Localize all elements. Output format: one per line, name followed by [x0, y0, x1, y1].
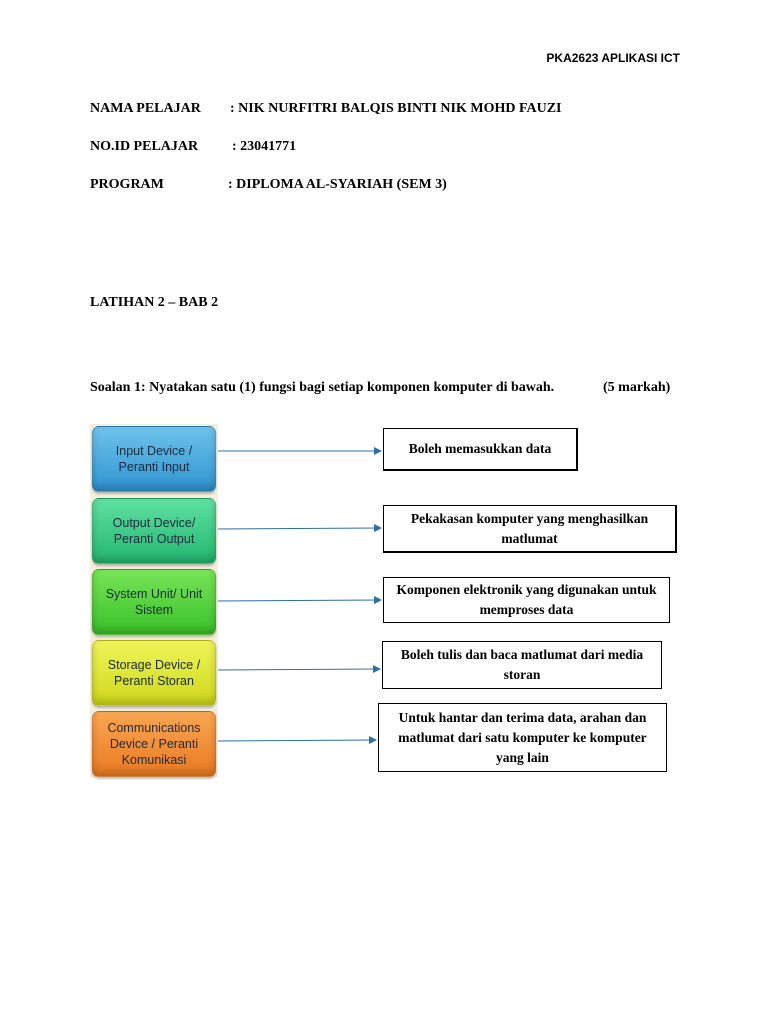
component-diagram-panel: Input Device / Peranti Input Output Devi… — [90, 424, 218, 777]
question-1: Soalan 1: Nyatakan satu (1) fungsi bagi … — [90, 380, 670, 396]
program-row: PROGRAM : DIPLOMA AL-SYARIAH (SEM 3) — [90, 177, 447, 193]
question-marks: (5 markah) — [603, 380, 671, 395]
question-text: Soalan 1: Nyatakan satu (1) fungsi bagi … — [90, 380, 555, 395]
function-box-communications: Untuk hantar dan terima data, arahan dan… — [378, 703, 667, 772]
arrow-storage — [217, 665, 381, 674]
component-input-device: Input Device / Peranti Input — [92, 426, 216, 492]
component-output-device: Output Device/ Peranti Output — [92, 498, 216, 564]
arrow-output — [217, 524, 382, 533]
student-name-label: NAMA PELAJAR — [90, 101, 201, 116]
component-system-unit: System Unit/ Unit Sistem — [92, 569, 216, 635]
student-name-value: : NIK NURFITRI BALQIS BINTI NIK MOHD FAU… — [230, 101, 562, 116]
student-id-row: NO.ID PELAJAR : 23041771 — [90, 139, 296, 155]
function-box-input: Boleh memasukkan data — [383, 428, 578, 471]
component-storage-device: Storage Device / Peranti Storan — [92, 640, 216, 706]
program-label: PROGRAM — [90, 177, 164, 192]
arrow-system-unit — [217, 596, 382, 605]
student-id-value: : 23041771 — [232, 139, 297, 154]
function-box-system-unit: Komponen elektronik yang digunakan untuk… — [383, 577, 670, 623]
program-value: : DIPLOMA AL-SYARIAH (SEM 3) — [228, 177, 447, 192]
function-box-storage: Boleh tulis dan baca matlumat dari media… — [382, 641, 662, 689]
student-id-label: NO.ID PELAJAR — [90, 139, 199, 154]
section-title: LATIHAN 2 – BAB 2 — [90, 295, 219, 310]
course-code: PKA2623 APLIKASI ICT — [546, 51, 680, 65]
arrow-communications — [217, 736, 377, 745]
function-box-output: Pekakasan komputer yang menghasilkan mat… — [383, 505, 677, 553]
student-name-row: NAMA PELAJAR : NIK NURFITRI BALQIS BINTI… — [90, 101, 562, 117]
component-communications-device: Communications Device / Peranti Komunika… — [92, 711, 216, 777]
